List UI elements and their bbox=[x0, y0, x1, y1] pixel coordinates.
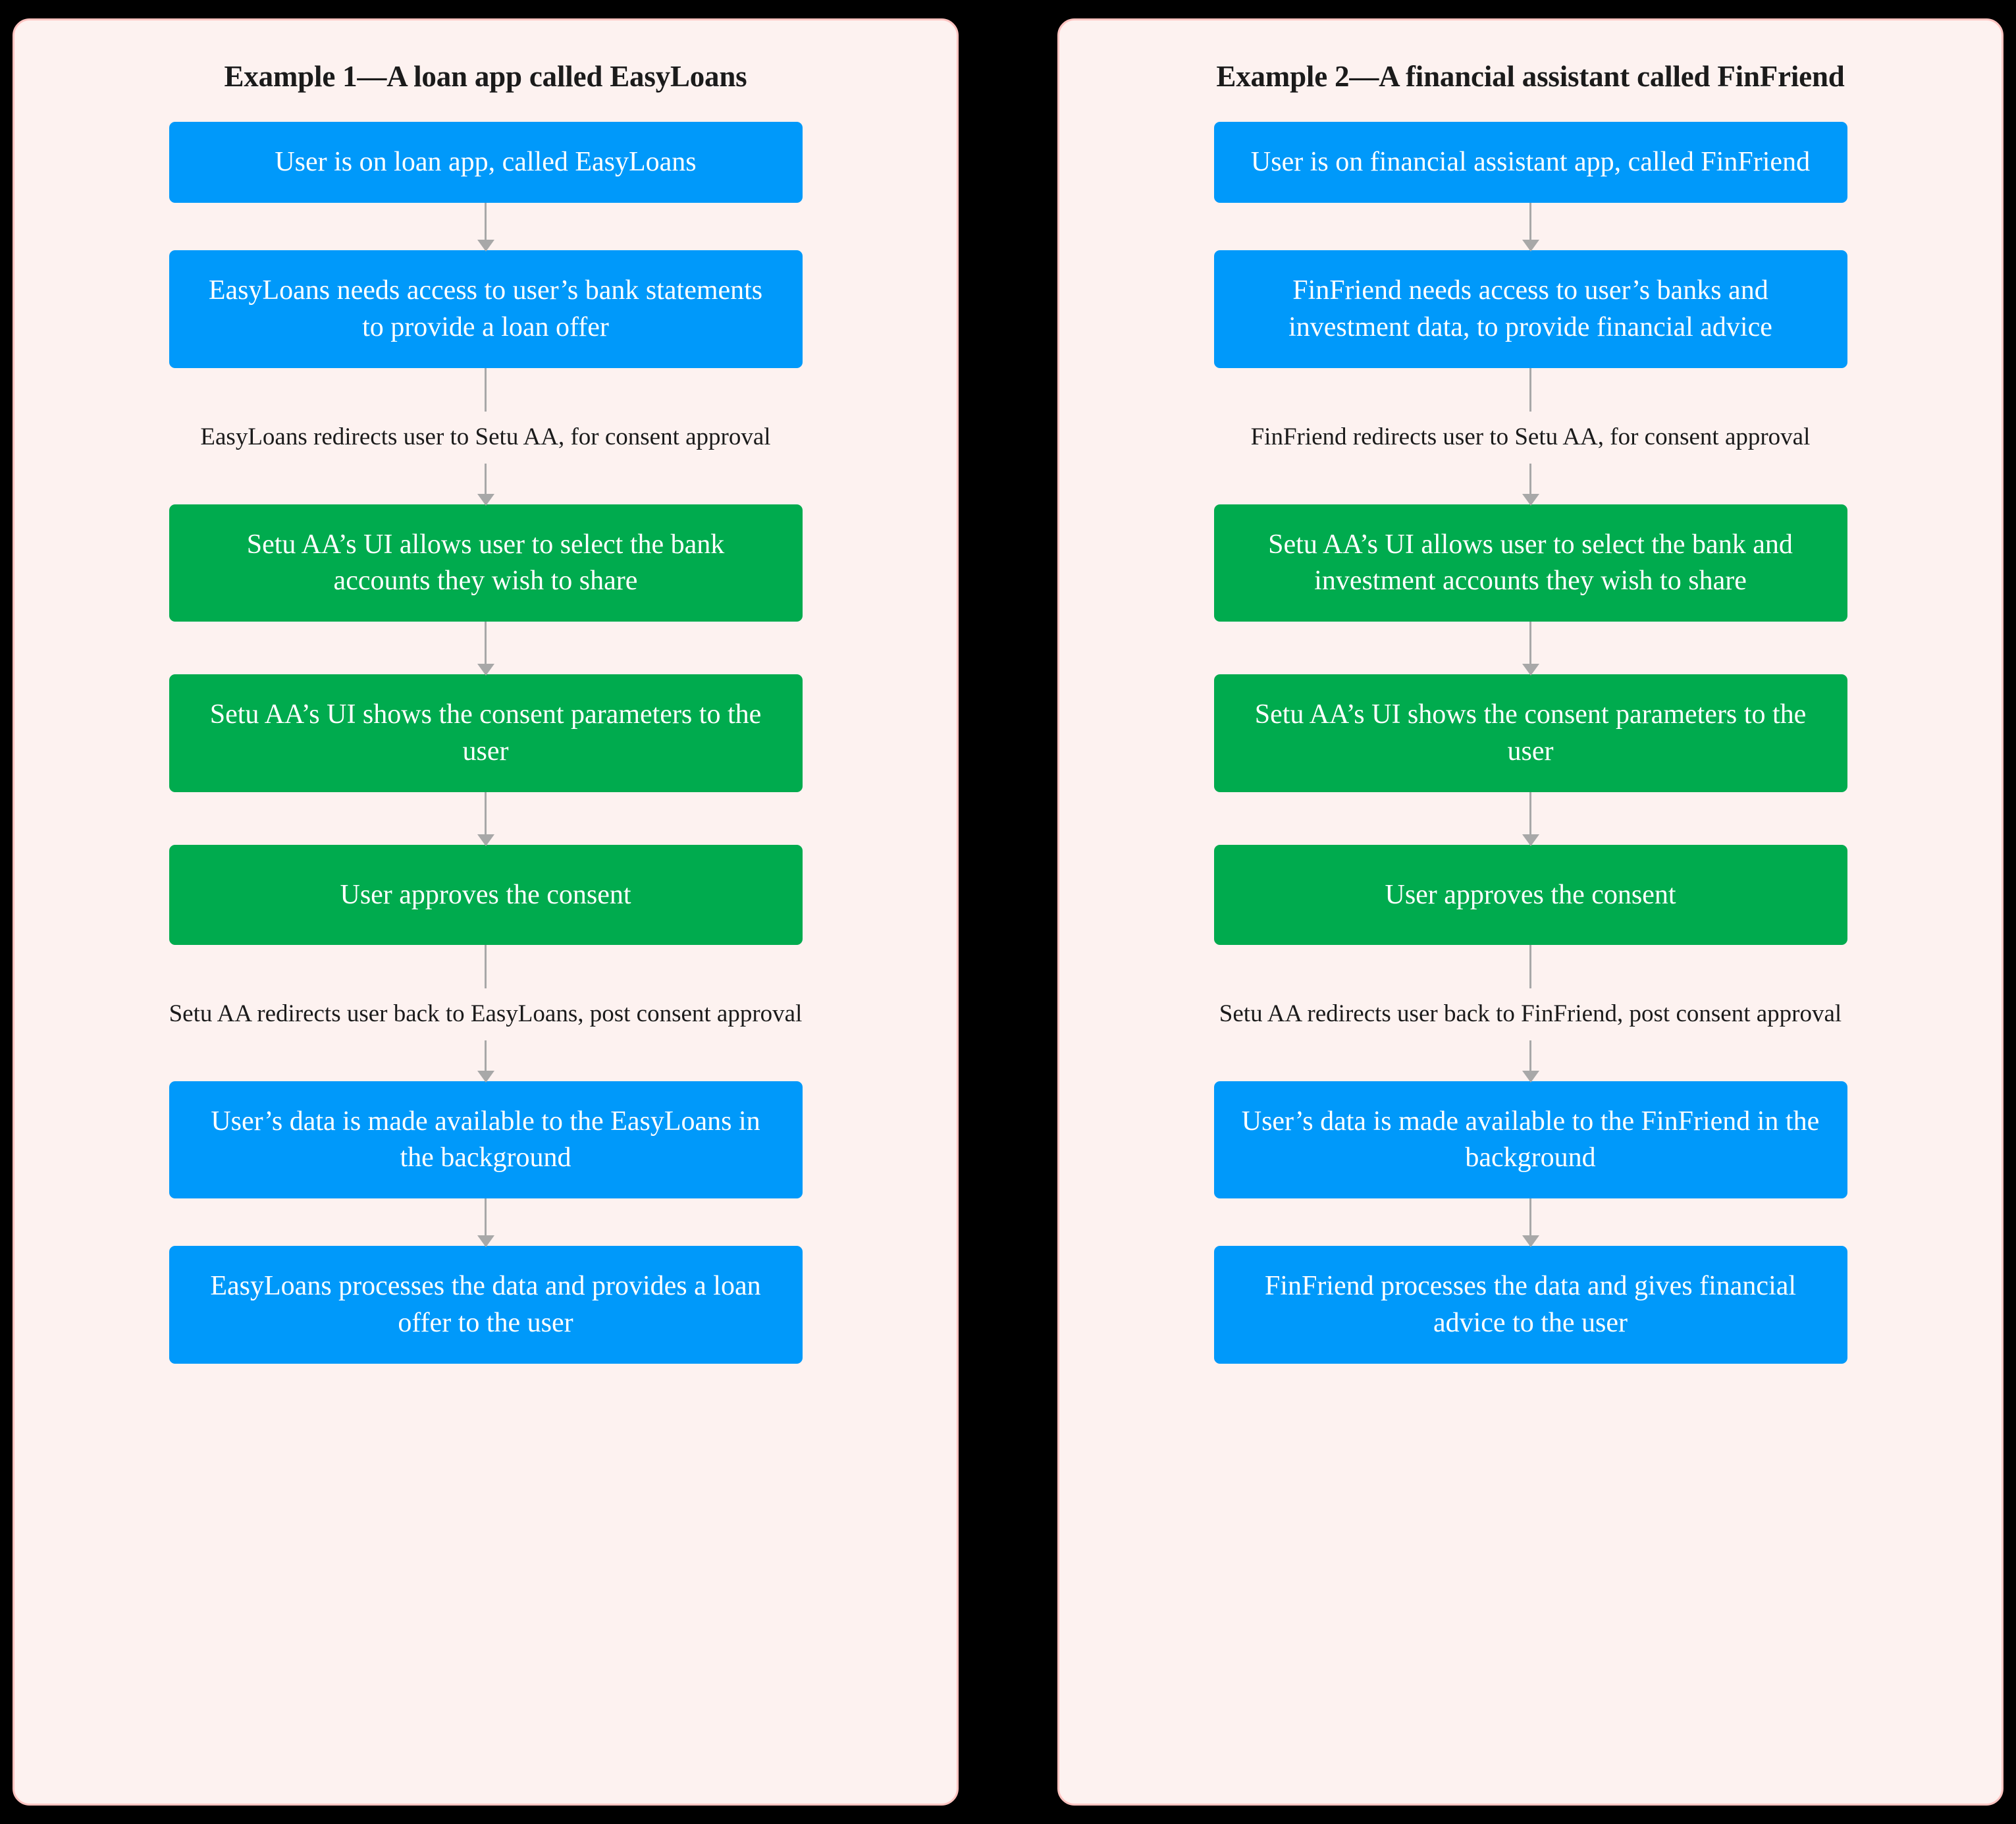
flow-edge-label: EasyLoans redirects user to Setu AA, for… bbox=[200, 423, 771, 451]
flow-connector bbox=[477, 1198, 494, 1248]
flow-connector bbox=[1522, 1198, 1539, 1248]
flow-node: Setu AA’s UI shows the consent parameter… bbox=[169, 674, 803, 793]
flow-connector bbox=[485, 368, 487, 412]
arrowhead-icon bbox=[1522, 1070, 1539, 1083]
flow-connector bbox=[1529, 368, 1531, 412]
flow-node: User approves the consent bbox=[1213, 845, 1847, 946]
flow-connector bbox=[477, 203, 494, 252]
flow-node: User’s data is made available to the Eas… bbox=[169, 1081, 803, 1199]
flow-edge-label: Setu AA redirects user back to EasyLoans… bbox=[169, 1000, 803, 1028]
flow-connector bbox=[1522, 792, 1539, 847]
arrowhead-icon bbox=[1522, 664, 1539, 676]
flow-connector bbox=[1522, 463, 1539, 506]
arrowhead-icon bbox=[477, 240, 494, 252]
flow-connector bbox=[477, 463, 494, 506]
arrowhead-icon bbox=[1522, 834, 1539, 847]
example-card-2: Example 2—A financial assistant called F… bbox=[1057, 18, 2003, 1806]
flow-connector bbox=[485, 945, 487, 989]
flow-node: User is on financial assistant app, call… bbox=[1213, 122, 1847, 203]
arrowhead-icon bbox=[477, 493, 494, 506]
flow-connector bbox=[477, 1040, 494, 1083]
flow-node: User’s data is made available to the Fin… bbox=[1213, 1081, 1847, 1199]
flowchart-1: User is on loan app, called EasyLoans Ea… bbox=[14, 122, 957, 1364]
arrowhead-icon bbox=[477, 1070, 494, 1083]
flow-edge-label: Setu AA redirects user back to FinFriend… bbox=[1219, 1000, 1842, 1028]
card-title-2: Example 2—A financial assistant called F… bbox=[1216, 60, 1845, 93]
arrowhead-icon bbox=[1522, 1235, 1539, 1248]
flow-node: Setu AA’s UI allows user to select the b… bbox=[169, 504, 803, 622]
flow-connector bbox=[477, 792, 494, 847]
flow-edge-label: FinFriend redirects user to Setu AA, for… bbox=[1250, 423, 1811, 451]
example-card-1: Example 1—A loan app called EasyLoans Us… bbox=[13, 18, 959, 1806]
card-title-1: Example 1—A loan app called EasyLoans bbox=[224, 60, 747, 93]
flow-node: EasyLoans needs access to user’s bank st… bbox=[169, 250, 803, 369]
flow-connector bbox=[1529, 945, 1531, 989]
flow-node: Setu AA’s UI allows user to select the b… bbox=[1213, 504, 1847, 622]
flow-connector bbox=[1522, 1040, 1539, 1083]
flow-connector bbox=[477, 622, 494, 676]
flow-connector bbox=[1522, 622, 1539, 676]
arrowhead-icon bbox=[477, 1235, 494, 1248]
flow-node: User is on loan app, called EasyLoans bbox=[169, 122, 803, 203]
arrowhead-icon bbox=[477, 834, 494, 847]
arrowhead-icon bbox=[1522, 240, 1539, 252]
flowchart-2: User is on financial assistant app, call… bbox=[1059, 122, 2002, 1364]
flow-connector bbox=[1522, 203, 1539, 252]
flow-node: FinFriend processes the data and gives f… bbox=[1213, 1246, 1847, 1364]
flow-node: User approves the consent bbox=[169, 845, 803, 946]
flow-node: Setu AA’s UI shows the consent parameter… bbox=[1213, 674, 1847, 793]
flow-node: EasyLoans processes the data and provide… bbox=[169, 1246, 803, 1364]
flow-node: FinFriend needs access to user’s banks a… bbox=[1213, 250, 1847, 369]
arrowhead-icon bbox=[477, 664, 494, 676]
arrowhead-icon bbox=[1522, 493, 1539, 506]
